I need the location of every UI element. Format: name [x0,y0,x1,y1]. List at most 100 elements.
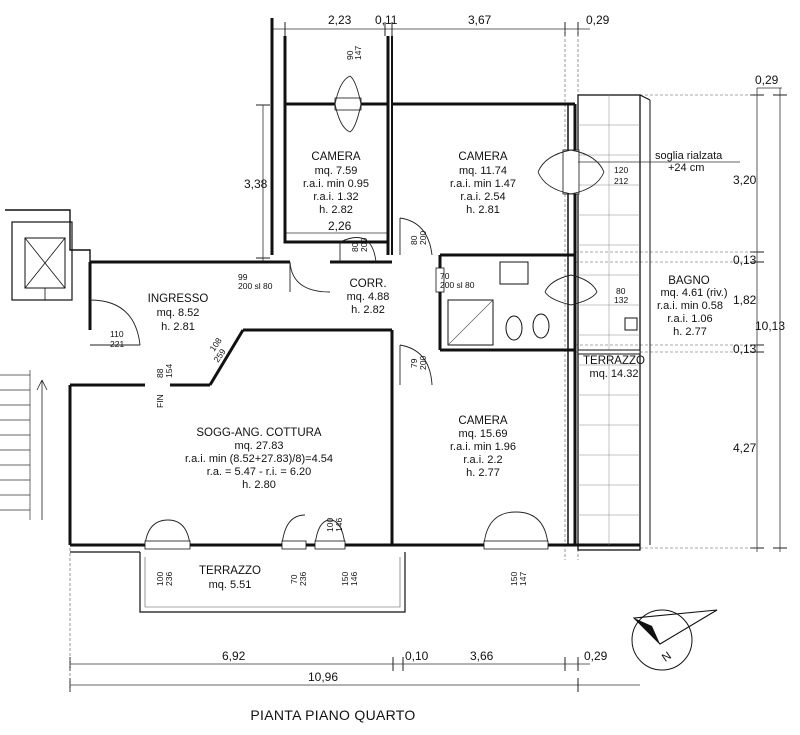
dim-right-4: 0,13 [733,342,757,356]
room-line: mq. 5.51 [209,579,252,591]
dim-right-3: 1,82 [733,293,757,307]
room-corridor: CORR. mq. 4.88 h. 2.82 [347,278,390,316]
room-line: h. 2.77 [466,467,500,479]
room-line: h. 2.77 [673,326,707,338]
room-name: CAMERA [311,151,361,163]
soglia-note: soglia rialzata [655,150,723,162]
bidet-icon [505,315,523,341]
room-terrazzo-right: TERRAZZO mq. 14.32 [583,355,645,380]
room-name: INGRESSO [148,293,209,305]
dim-bottom-3: 3,66 [470,649,494,663]
room-line: mq. 15.69 [459,428,508,440]
opening-label: 154 [164,364,174,378]
opening-label: 236 [298,572,308,586]
inner-dimensions: 3,38 2,26 [244,104,388,263]
room-line: mq. 7.59 [315,165,358,177]
dim-bottom-1: 6,92 [222,649,246,663]
room-line: mq. 4.61 (riv.) [660,287,727,299]
dim-camera-width: 2,26 [328,219,352,233]
room-line: r.a.i. 2.2 [463,454,502,466]
opening-label: 70 [289,574,299,584]
room-line: mq. 4.88 [347,291,390,303]
opening-label: 110 [110,329,124,339]
opening-label: 79 [409,358,419,368]
notes: soglia rialzata +24 cm FIN [155,150,740,408]
opening-labels: 90 147 120 212 80 200 80 200 99 200 sl 8… [110,46,628,586]
dim-top-4: 0,29 [586,13,610,27]
room-name: CORR. [349,278,386,290]
opening-label: 150 [509,572,519,586]
room-name: CAMERA [458,415,508,427]
room-line: r.a.i. 1.32 [313,191,358,203]
opening-label: 221 [110,339,124,349]
opening-label: 200 sl 80 [238,281,273,291]
room-line: r.a.i. 1.06 [667,313,712,325]
dim-right-1: 3,20 [733,173,757,187]
opening-label: 147 [518,572,528,586]
stairwell [0,209,91,520]
plan-title: PIANTA PIANO QUARTO [250,707,415,723]
room-name: BAGNO [668,275,710,287]
room-line: mq. 27.83 [235,440,284,452]
room-line: r.a.i. min 1.47 [450,178,516,190]
room-line: h. 2.81 [466,204,500,216]
terrace-bottom [139,552,406,613]
opening-label: 200 [418,356,428,370]
dim-top-1: 2,23 [328,13,352,27]
room-line: r.a.i. 2.54 [460,191,505,203]
room-name: SOGG-ANG. COTTURA [196,427,322,439]
opening-label: 146 [334,518,344,532]
room-name: TERRAZZO [199,565,261,577]
room-line: h. 2.82 [319,204,353,216]
dim-top-2: 0,11 [375,13,398,27]
opening-label: 120 [614,165,628,175]
opening-label: 88 [155,368,165,378]
compass-icon: N [631,609,718,671]
compass-letter: N [660,650,674,665]
room-ingresso: INGRESSO mq. 8.52 h. 2.81 [148,293,209,333]
room-line: r.a.i. min 0.95 [303,178,369,190]
dim-bottom-2: 0,10 [405,649,429,663]
opening-label: 212 [614,176,628,186]
opening-label: 132 [614,295,628,305]
room-line: h. 2.82 [351,304,385,316]
room-camera-3: CAMERA mq. 15.69 r.a.i. min 1.96 r.a.i. … [450,415,516,479]
stairs [0,370,48,520]
room-bagno: BAGNO mq. 4.61 (riv.) r.a.i. min 0.58 r.… [657,275,728,338]
dim-bottom-total: 10,96 [308,670,338,684]
bathroom-fixtures [447,261,550,346]
room-line: r.a.i. min 0.58 [657,300,723,312]
openings [89,75,605,550]
opening-label: 100 [155,572,165,586]
opening-label: 90 [345,50,355,60]
room-line: mq. 11.74 [459,165,507,177]
room-line: mq. 8.52 [157,307,200,319]
room-line: r.a.i. min (8.52+27.83)/8)=4.54 [185,453,333,465]
opening-label: 80 [616,286,626,296]
opening-label: 147 [353,46,363,60]
opening-label: 146 [349,572,359,586]
opening-label: 236 [164,572,174,586]
soglia-height: +24 cm [668,162,704,174]
dim-right-5: 4,27 [733,441,757,455]
toilet-icon [532,313,550,339]
opening-label: 80 [350,242,360,252]
opening-label: 200 [359,238,369,252]
room-line: mq. 14.32 [590,368,639,380]
dim-bottom-4: 0,29 [584,649,608,663]
opening-label: 70 [440,271,450,281]
room-name: TERRAZZO [583,355,645,367]
opening-label: 200 [418,231,428,245]
dim-right-2: 0,13 [733,253,757,267]
opening-label: 150 [340,572,350,586]
room-name: CAMERA [458,151,508,163]
dim-left-camera: 3,38 [244,177,268,191]
opening-label: 99 [238,272,248,282]
right-dimension: 0,29 3,20 0,13 1,82 0,13 4,27 10,13 [575,73,787,552]
dim-top-3: 3,67 [468,13,492,27]
fin-label: FIN [155,394,165,408]
room-line: r.a.i. min 1.96 [450,441,516,453]
room-line: h. 2.80 [242,479,276,491]
opening-label: 80 [409,235,419,245]
room-line: r.a. = 5.47 - r.i. = 6.20 [207,466,312,478]
